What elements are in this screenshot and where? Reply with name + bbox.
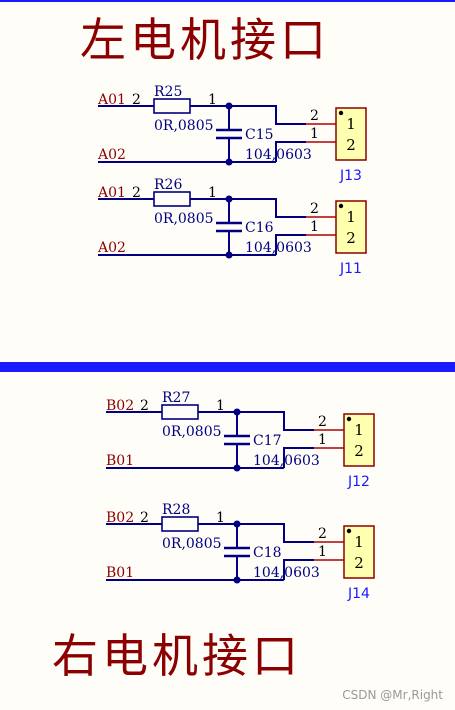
resistor-pin-right: 1: [216, 398, 225, 414]
pin1-marker-icon: [338, 110, 344, 116]
connector-wire-pin-top: 2: [318, 414, 327, 430]
capacitor-ref: C17: [253, 433, 282, 449]
capacitor-ref: C15: [245, 127, 274, 143]
bottom-rail-wire: [275, 234, 306, 255]
right-motor-heading: 右电机接口: [52, 629, 302, 683]
resistor-pin-left: 2: [140, 510, 149, 526]
resistor-pin-right: 1: [208, 185, 217, 201]
connector-ref: J11: [339, 261, 362, 277]
capacitor-value: 104,0603: [245, 240, 312, 256]
top-rail-wire: [237, 523, 314, 543]
net-label-top: A01: [97, 92, 126, 108]
resistor-ref: R27: [162, 390, 190, 406]
capacitor-ref: C18: [253, 545, 282, 561]
capacitor-value: 104,0603: [253, 453, 320, 469]
connector-body: [335, 107, 367, 161]
connector-body: [335, 200, 367, 254]
capacitor-value: 104,0603: [245, 147, 312, 163]
net-label-bottom: B01: [106, 565, 134, 581]
connector-pin-label-bottom: 2: [354, 442, 364, 460]
connector-pin-label-bottom: 2: [346, 136, 356, 154]
connector-pin-label-top: 1: [346, 115, 356, 133]
resistor-symbol: [153, 98, 191, 114]
resistor-symbol: [161, 516, 199, 532]
resistor-pin-left: 2: [132, 92, 141, 108]
top-rail-wire: [237, 411, 314, 431]
resistor-pin-right: 1: [208, 92, 217, 108]
watermark: CSDN @Mr,Right: [342, 688, 443, 702]
net-label-bottom: B01: [106, 453, 134, 469]
resistor-ref: R25: [154, 84, 182, 100]
bottom-rail-wire: [283, 559, 314, 580]
net-label-bottom: A02: [97, 240, 126, 256]
connector-body: [343, 525, 375, 579]
capacitor-ref: C16: [245, 220, 274, 236]
resistor-pin-right: 1: [216, 510, 225, 526]
resistor-value: 0R,0805: [162, 424, 222, 440]
pin1-marker-icon: [346, 416, 352, 422]
connector-wire-pin-bottom: 1: [318, 544, 327, 560]
resistor-value: 0R,0805: [154, 118, 214, 134]
connector-pin-label-top: 1: [354, 421, 364, 439]
net-label-top: B02: [106, 510, 134, 526]
top-rail-wire: [229, 198, 306, 218]
resistor-symbol: [153, 191, 191, 207]
resistor-symbol: [161, 404, 199, 420]
pin1-marker-icon: [346, 528, 352, 534]
connector-wire-pin-bottom: 1: [318, 432, 327, 448]
connector-pin-label-bottom: 2: [354, 554, 364, 572]
bottom-rail-wire: [283, 447, 314, 468]
connector-wire-pin-top: 2: [310, 108, 319, 124]
net-label-top: A01: [97, 185, 126, 201]
resistor-ref: R26: [154, 177, 182, 193]
top-rail-wire: [229, 105, 306, 125]
net-label-top: B02: [106, 398, 134, 414]
connector-ref: J14: [347, 586, 370, 602]
connector-ref: J13: [339, 168, 362, 184]
connector-pin-label-top: 1: [354, 533, 364, 551]
connector-body: [343, 413, 375, 467]
resistor-pin-left: 2: [140, 398, 149, 414]
top-border-line: [0, 0, 455, 2]
resistor-value: 0R,0805: [162, 536, 222, 552]
resistor-value: 0R,0805: [154, 211, 214, 227]
connector-wire-pin-bottom: 1: [310, 219, 319, 235]
bottom-rail-wire: [275, 141, 306, 162]
capacitor-value: 104,0603: [253, 565, 320, 581]
connector-ref: J12: [347, 474, 370, 490]
connector-wire-pin-top: 2: [318, 526, 327, 542]
pin1-marker-icon: [338, 203, 344, 209]
connector-pin-label-top: 1: [346, 208, 356, 226]
connector-wire-pin-bottom: 1: [310, 126, 319, 142]
section-divider: [0, 362, 455, 372]
resistor-pin-left: 2: [132, 185, 141, 201]
net-label-bottom: A02: [97, 147, 126, 163]
connector-wire-pin-top: 2: [310, 201, 319, 217]
connector-pin-label-bottom: 2: [346, 229, 356, 247]
resistor-ref: R28: [162, 502, 190, 518]
left-motor-heading: 左电机接口: [80, 13, 330, 67]
